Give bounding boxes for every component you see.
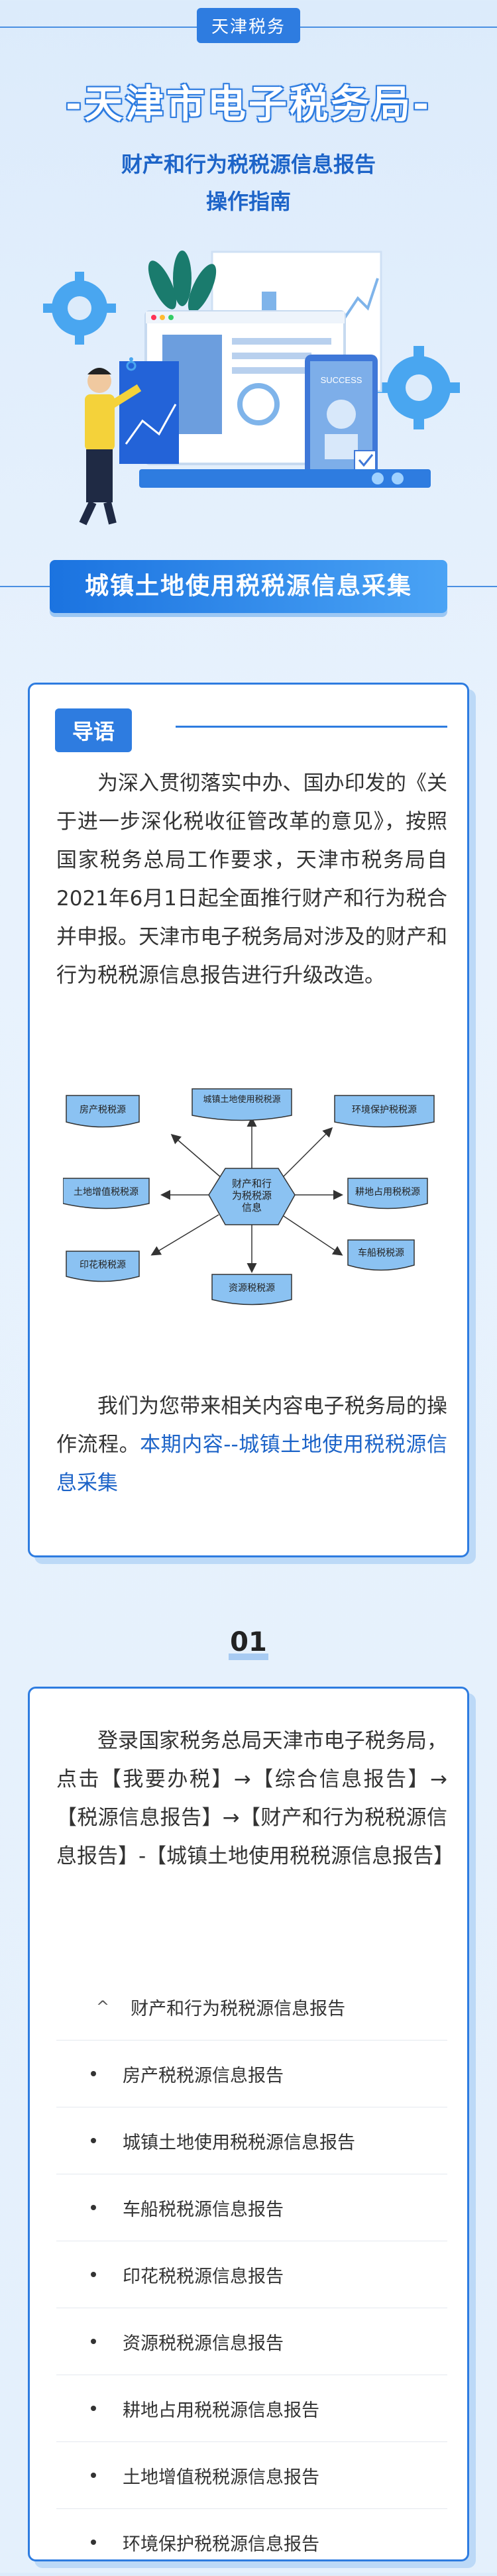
intro-plain-text: 我们为您带来相关内容电子税务局的操作流程。 <box>56 1394 447 1457</box>
bullet-icon <box>91 2473 96 2478</box>
step-number: 01 <box>230 1627 267 1657</box>
bullet-icon <box>91 2540 96 2545</box>
tax-menu: ^ 财产和行为税税源信息报告 房产税税源信息报告 城镇土地使用税税源信息报告 车… <box>56 1974 447 2576</box>
brand-tag: 天津税务 <box>196 8 301 43</box>
intro-tag: 导语 <box>55 708 133 752</box>
banner-line-left <box>0 586 50 587</box>
page-title: -天津市电子税务局- <box>65 82 432 127</box>
bullet-icon <box>91 2339 96 2344</box>
intro-divider <box>176 726 447 728</box>
subtitle-line-1: 财产和行为税税源信息报告 <box>121 152 376 177</box>
menu-item-property-tax[interactable]: 房产税税源信息报告 <box>56 2041 447 2107</box>
diagram-node: 车船税税源 <box>358 1247 404 1259</box>
page-subtitle: 财产和行为税税源信息报告 操作指南 <box>0 146 497 220</box>
menu-parent-label: 财产和行为税税源信息报告 <box>131 1998 346 2019</box>
menu-item-farmland-tax[interactable]: 耕地占用税税源信息报告 <box>56 2375 447 2442</box>
banner-line-right <box>447 586 497 587</box>
chevron-up-icon: ^ <box>96 1997 110 2016</box>
intro-highlight-text: 本期内容--城镇土地使用税税源信息采集 <box>56 1433 447 1495</box>
intro-paragraph: 为深入贯彻落实中办、国办印发的《关于进一步深化税收征管改革的意见》，按照国家税务… <box>56 771 447 987</box>
menu-item-land-vat[interactable]: 土地增值税税源信息报告 <box>56 2442 447 2509</box>
diagram-node: 土地增值税税源 <box>74 1187 138 1198</box>
diagram-node: 印花税税源 <box>80 1260 126 1270</box>
bullet-icon <box>91 2205 96 2210</box>
menu-item-urban-land-tax[interactable]: 城镇土地使用税税源信息报告 <box>56 2107 447 2174</box>
menu-item-environment-tax[interactable]: 环境保护税税源信息报告 <box>56 2509 447 2576</box>
bullet-icon <box>91 2406 96 2411</box>
step-number-underline <box>229 1653 268 1660</box>
diagram-node: 耕地占用税税源 <box>355 1186 420 1198</box>
menu-item-vehicle-tax[interactable]: 车船税税源信息报告 <box>56 2174 447 2241</box>
diagram-center: 财产和行为税税源信息 <box>232 1178 272 1213</box>
step-instructions: 登录国家税务总局天津市电子税务局，点击【我要办税】→【综合信息报告】→【税源信息… <box>56 1729 455 1868</box>
section-banner: 城镇土地使用税税源信息采集 <box>50 560 447 613</box>
diagram-node: 资源税税源 <box>229 1283 275 1294</box>
menu-item-label: 土地增值税税源信息报告 <box>123 2467 319 2488</box>
subtitle-line-2: 操作指南 <box>205 189 291 214</box>
menu-item-label: 耕地占用税税源信息报告 <box>123 2400 319 2421</box>
gear-icon <box>378 346 460 429</box>
menu-item-label: 环境保护税税源信息报告 <box>123 2534 319 2555</box>
bullet-icon <box>91 2071 96 2076</box>
menu-item-label: 印花税税源信息报告 <box>123 2266 284 2287</box>
bullet-icon <box>91 2138 96 2143</box>
person-figure <box>79 368 142 526</box>
bullet-icon <box>91 2272 96 2277</box>
menu-item-label: 车船税税源信息报告 <box>123 2199 284 2220</box>
hero-illustration: SUCCESS <box>43 251 460 526</box>
gear-icon <box>43 272 116 345</box>
menu-item-label: 房产税税源信息报告 <box>123 2065 284 2086</box>
step-card: 登录国家税务总局天津市电子税务局，点击【我要办税】→【综合信息报告】→【税源信息… <box>28 1687 469 2576</box>
intro-card: 导语 为深入贯彻落实中办、国办印发的《关于进一步深化税收征管改革的意见》，按照国… <box>28 683 469 1557</box>
menu-item-stamp-tax[interactable]: 印花税税源信息报告 <box>56 2241 447 2308</box>
success-label: SUCCESS <box>321 375 362 385</box>
menu-item-resource-tax[interactable]: 资源税税源信息报告 <box>56 2308 447 2375</box>
menu-parent[interactable]: ^ 财产和行为税税源信息报告 <box>56 1974 447 2041</box>
diagram-node: 房产税税源 <box>80 1105 126 1115</box>
menu-item-label: 城镇土地使用税税源信息报告 <box>123 2132 355 2153</box>
plant-icon <box>148 251 217 313</box>
intro-paragraph-2: 我们为您带来相关内容电子税务局的操作流程。本期内容--城镇土地使用税税源信息采集 <box>56 1387 447 1502</box>
diagram-node: 环境保护税税源 <box>352 1105 417 1115</box>
menu-item-label: 资源税税源信息报告 <box>123 2333 284 2354</box>
diagram-node: 城镇土地使用税税源 <box>203 1094 280 1105</box>
tax-source-diagram: 财产和行为税税源信息 房产税税源 城镇土地使用税税源 环境保护税税源 土地增值税… <box>63 1088 435 1306</box>
